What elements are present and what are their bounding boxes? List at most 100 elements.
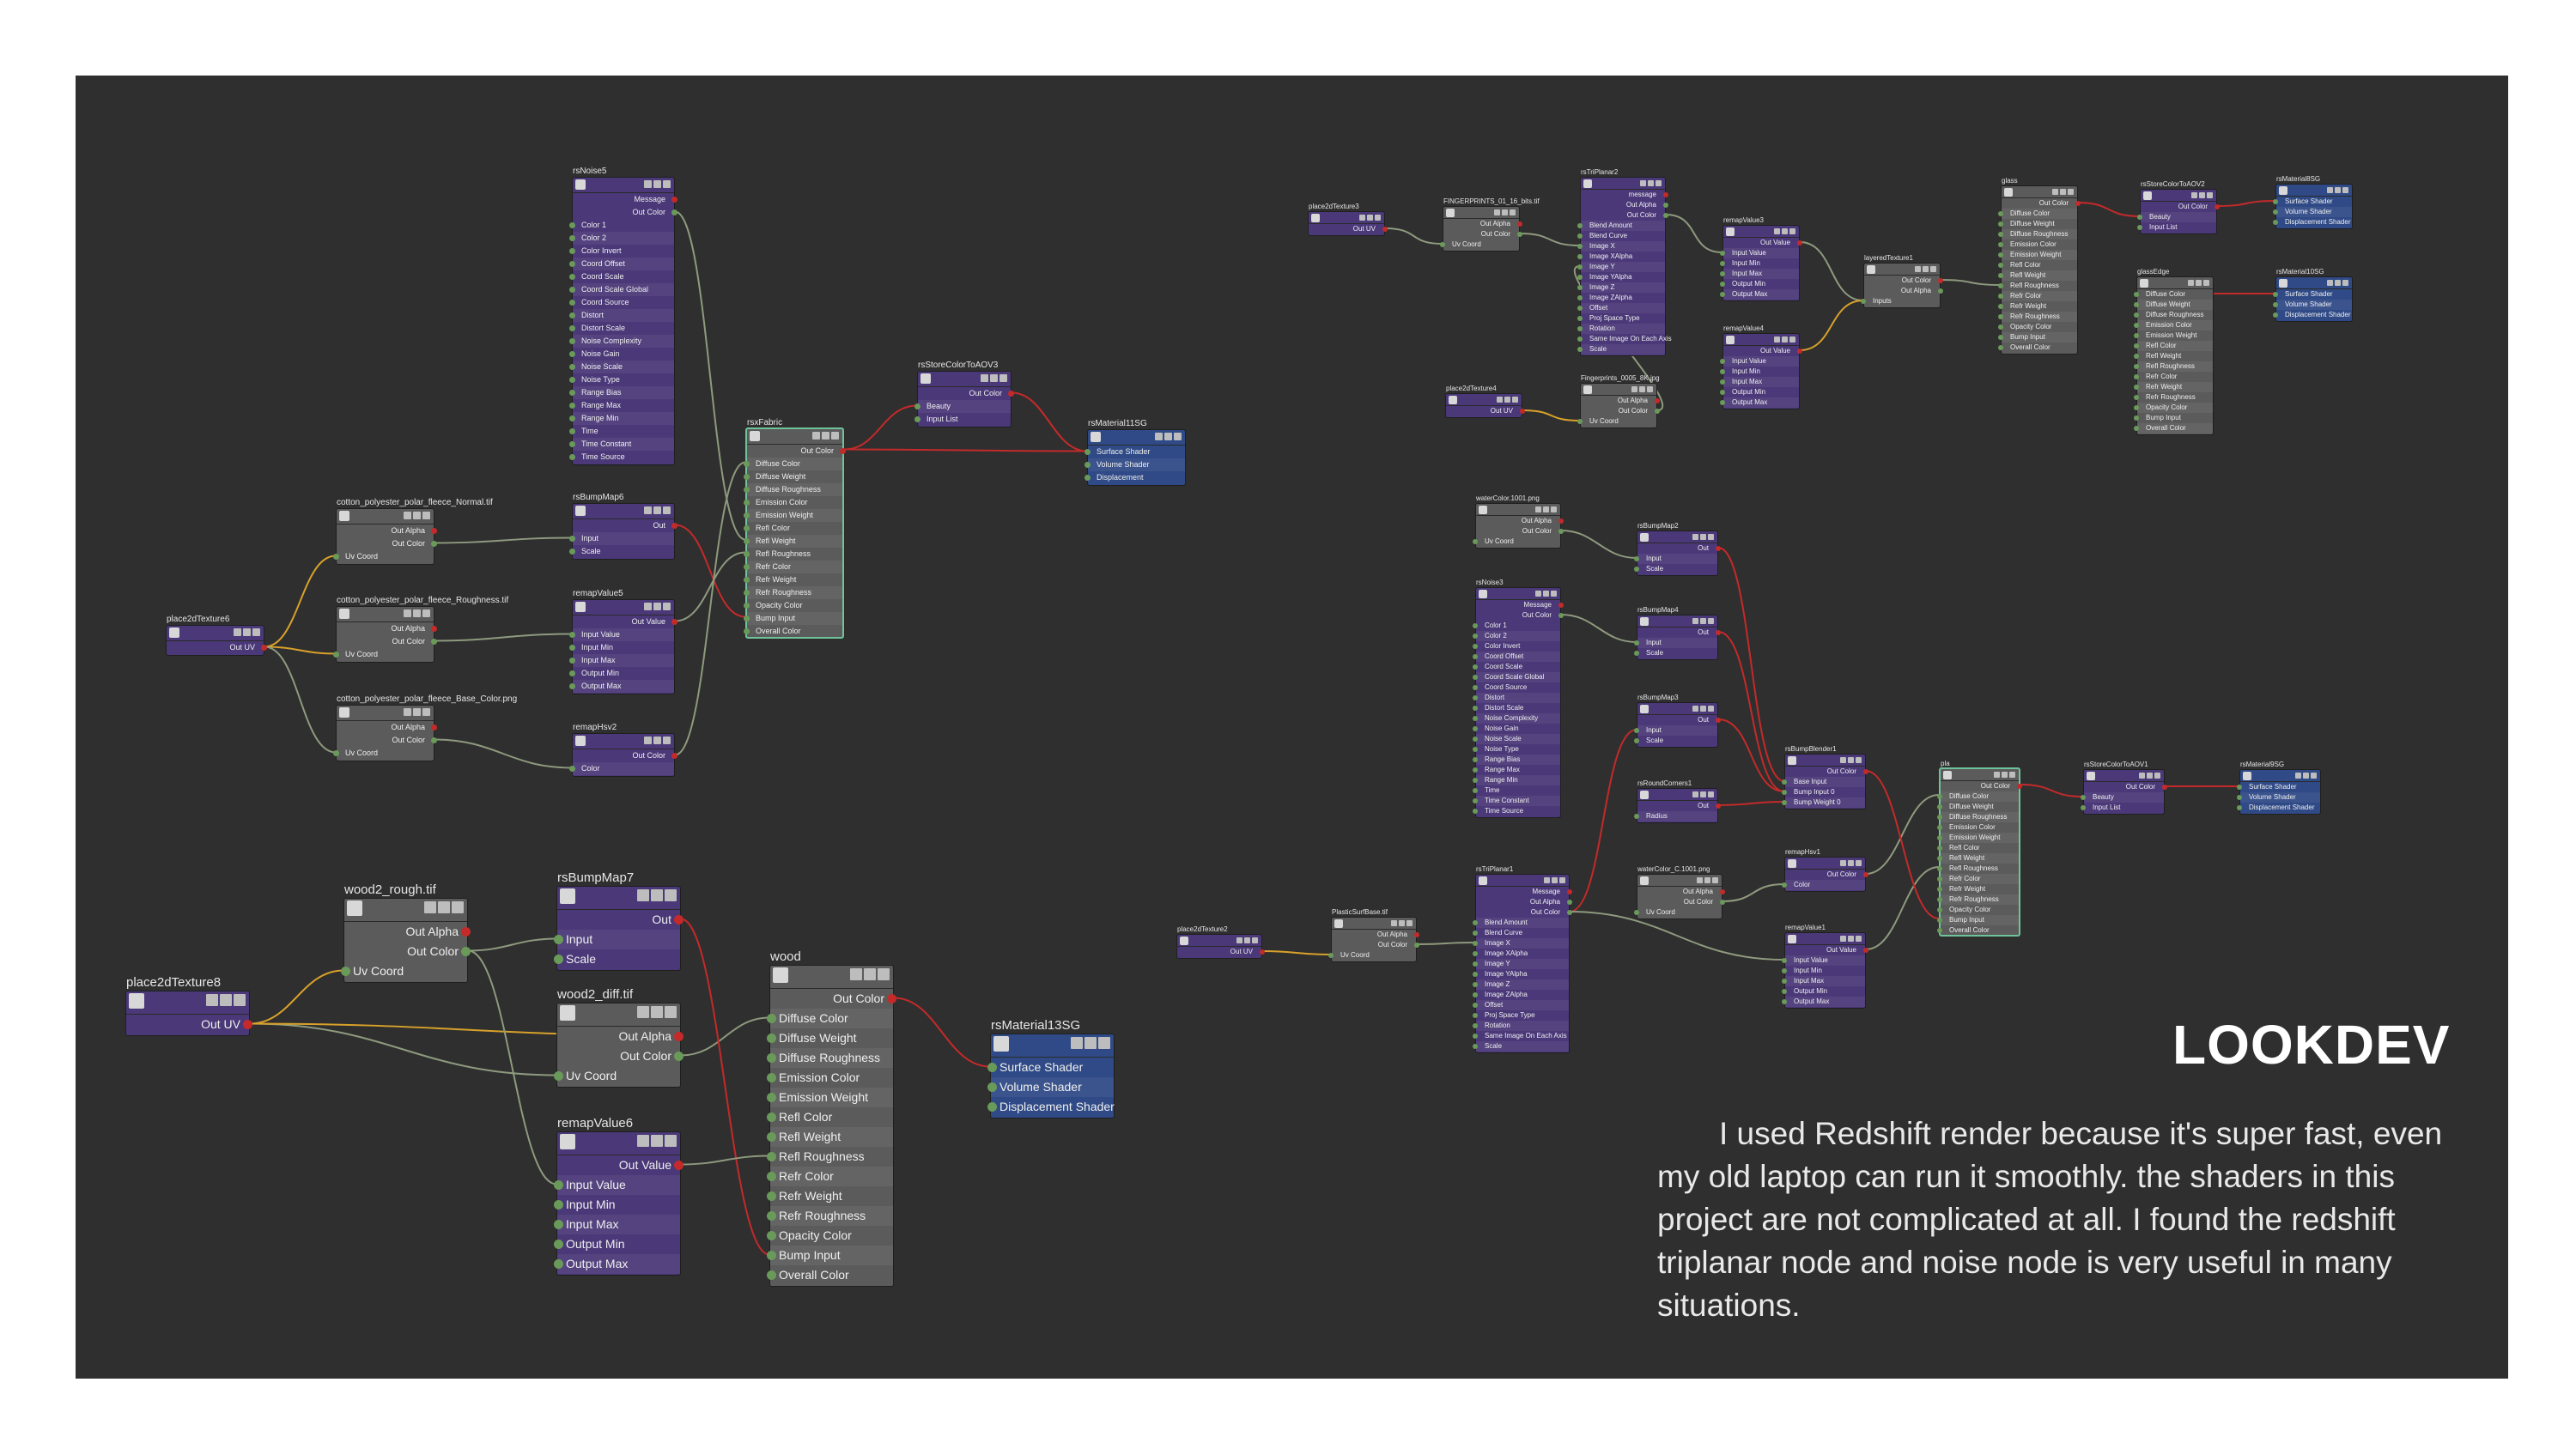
connection-dot[interactable]: [1716, 718, 1721, 723]
expand-icon[interactable]: [2207, 192, 2213, 198]
connection-dot[interactable]: [744, 512, 750, 518]
connection-dot[interactable]: [2081, 805, 2086, 810]
input-port-8[interactable]: Refl Roughness: [1937, 864, 2019, 874]
connection-dot[interactable]: [1473, 664, 1478, 670]
expand-icon[interactable]: [1551, 506, 1557, 512]
connection-dot[interactable]: [569, 312, 575, 318]
toggle-outputs-icon[interactable]: [1700, 791, 1706, 797]
connection-dot[interactable]: [1782, 882, 1787, 888]
input-port-14[interactable]: Same Image On Each Axis: [1473, 1031, 1569, 1041]
connection-dot[interactable]: [2237, 795, 2242, 800]
output-port-0[interactable]: Out Alpha: [337, 622, 437, 635]
connection-dot[interactable]: [261, 645, 267, 651]
connection-dot[interactable]: [767, 1093, 776, 1102]
output-port-0[interactable]: Message: [1476, 887, 1572, 897]
connection-dot[interactable]: [333, 750, 339, 756]
connection-dot[interactable]: [767, 1034, 776, 1043]
input-port-2[interactable]: Color 1: [1473, 621, 1560, 631]
input-port-3[interactable]: Diffuse Roughness: [744, 483, 842, 496]
toggle-inputs-icon[interactable]: [2188, 280, 2194, 286]
input-port-12[interactable]: Opacity Color: [1998, 322, 2077, 332]
connection-dot[interactable]: [554, 1180, 563, 1190]
input-port-4[interactable]: Output Min: [554, 1234, 680, 1254]
input-port-8[interactable]: Coord Source: [569, 296, 674, 309]
connection-dot[interactable]: [1937, 887, 1942, 892]
toggle-inputs-icon[interactable]: [1535, 506, 1541, 512]
input-port-1[interactable]: Input: [554, 930, 680, 949]
input-port-3[interactable]: Diffuse Roughness: [1998, 229, 2077, 239]
input-port-14[interactable]: Overall Color: [767, 1265, 893, 1285]
connection-dot[interactable]: [2134, 385, 2139, 390]
output-port-0[interactable]: Out Color: [747, 445, 846, 458]
input-port-15[interactable]: Range Bias: [569, 386, 674, 399]
input-port-2[interactable]: Uv Coord: [1328, 950, 1416, 961]
connection-dot[interactable]: [1414, 932, 1419, 937]
input-port-2[interactable]: Scale: [1634, 736, 1717, 746]
output-port-1[interactable]: Out Alpha: [1864, 286, 1943, 296]
input-port-1[interactable]: Input Value: [569, 628, 674, 641]
input-port-11[interactable]: Offset: [1577, 303, 1665, 313]
connection-dot[interactable]: [2162, 785, 2167, 790]
connection-dot[interactable]: [569, 248, 575, 254]
input-port-1[interactable]: Input: [569, 532, 674, 545]
toggle-outputs-icon[interactable]: [413, 708, 421, 716]
input-port-4[interactable]: Output Min: [1782, 986, 1865, 997]
connection-dot[interactable]: [1655, 409, 1660, 414]
input-port-1[interactable]: Beauty: [2081, 792, 2164, 803]
input-port-12[interactable]: Noise Gain: [569, 348, 674, 361]
connection-dot[interactable]: [1414, 943, 1419, 948]
connection-dot[interactable]: [554, 1259, 563, 1269]
connection-dot[interactable]: [1473, 716, 1478, 721]
output-port-1[interactable]: Out Color: [1581, 406, 1660, 416]
connection-dot[interactable]: [1663, 213, 1668, 218]
connection-dot[interactable]: [554, 1220, 563, 1229]
input-port-2[interactable]: Uv Coord: [1634, 907, 1722, 918]
connection-dot[interactable]: [1634, 556, 1639, 561]
expand-icon[interactable]: [1708, 791, 1714, 797]
toggle-outputs-icon[interactable]: [413, 609, 421, 617]
connection-dot[interactable]: [1473, 982, 1478, 987]
input-port-8[interactable]: Coord Source: [1473, 682, 1560, 693]
connection-dot[interactable]: [569, 287, 575, 293]
connection-dot[interactable]: [1720, 251, 1725, 256]
node-header[interactable]: [1637, 615, 1717, 627]
input-port-2[interactable]: Uv Coord: [333, 747, 434, 760]
output-port-1[interactable]: Out Color: [1476, 610, 1564, 621]
input-port-2[interactable]: Diffuse Roughness: [2134, 310, 2213, 320]
node-header[interactable]: [1864, 264, 1940, 276]
node-header[interactable]: [573, 178, 674, 193]
input-port-3[interactable]: Input Max: [569, 654, 674, 667]
output-port-0[interactable]: Out UV: [126, 1015, 252, 1034]
connection-dot[interactable]: [461, 927, 471, 937]
node-header[interactable]: [1581, 178, 1665, 190]
connection-dot[interactable]: [1577, 254, 1583, 259]
toggle-outputs-icon[interactable]: [2060, 189, 2066, 195]
expand-icon[interactable]: [1510, 209, 1516, 215]
connection-dot[interactable]: [887, 994, 896, 1003]
node-header[interactable]: [2084, 770, 2164, 782]
toggle-inputs-icon[interactable]: [1697, 877, 1703, 883]
node-header[interactable]: [747, 429, 842, 445]
connection-dot[interactable]: [1720, 271, 1725, 276]
input-port-5[interactable]: Coord Offset: [569, 258, 674, 270]
output-port-0[interactable]: message: [1581, 190, 1668, 200]
expand-icon[interactable]: [2342, 187, 2348, 193]
node-header[interactable]: [2137, 277, 2213, 289]
node-header[interactable]: [1785, 755, 1865, 767]
connection-dot[interactable]: [1008, 391, 1014, 397]
connection-dot[interactable]: [1998, 211, 2003, 216]
toggle-inputs-icon[interactable]: [1994, 772, 2000, 778]
connection-dot[interactable]: [1998, 324, 2003, 330]
connection-dot[interactable]: [1720, 292, 1725, 297]
input-port-5[interactable]: Output Max: [1720, 289, 1799, 300]
input-port-10[interactable]: Refr Weight: [744, 573, 842, 586]
connection-dot[interactable]: [1473, 951, 1478, 956]
connection-dot[interactable]: [767, 1113, 776, 1122]
connection-dot[interactable]: [767, 1211, 776, 1221]
input-port-2[interactable]: Uv Coord: [333, 550, 434, 563]
input-port-2[interactable]: Color 1: [569, 219, 674, 232]
